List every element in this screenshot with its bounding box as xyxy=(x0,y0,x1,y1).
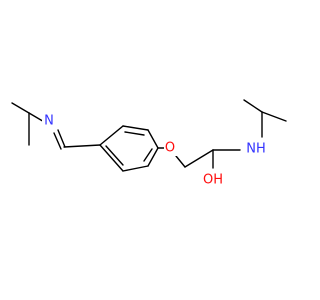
molecule-diagram: N O OH NH xyxy=(11,99,287,188)
bond xyxy=(11,102,30,114)
imine-n-text: N xyxy=(44,114,54,129)
ether-o-text: O xyxy=(165,141,175,156)
bond xyxy=(184,149,214,168)
bond xyxy=(99,144,124,172)
hydroxyl-label: OH xyxy=(201,171,227,188)
bond xyxy=(147,147,159,167)
structure-canvas: N O OH NH xyxy=(11,99,287,188)
bond xyxy=(122,125,149,131)
amine-text: NH xyxy=(246,142,266,157)
bond xyxy=(63,144,101,148)
bond xyxy=(261,111,287,122)
bond xyxy=(175,155,186,168)
hydroxyl-text: OH xyxy=(203,173,223,188)
imine-nitrogen-label: N xyxy=(42,113,56,129)
bond xyxy=(124,131,145,136)
bond xyxy=(105,145,124,166)
bond xyxy=(147,129,159,149)
amine-label: NH xyxy=(243,141,267,157)
bond xyxy=(99,125,124,146)
bond xyxy=(122,165,149,172)
ether-oxygen-label: O xyxy=(164,140,178,156)
bond xyxy=(143,148,153,162)
bond xyxy=(243,99,263,113)
bond xyxy=(53,132,62,150)
bond xyxy=(57,129,66,148)
